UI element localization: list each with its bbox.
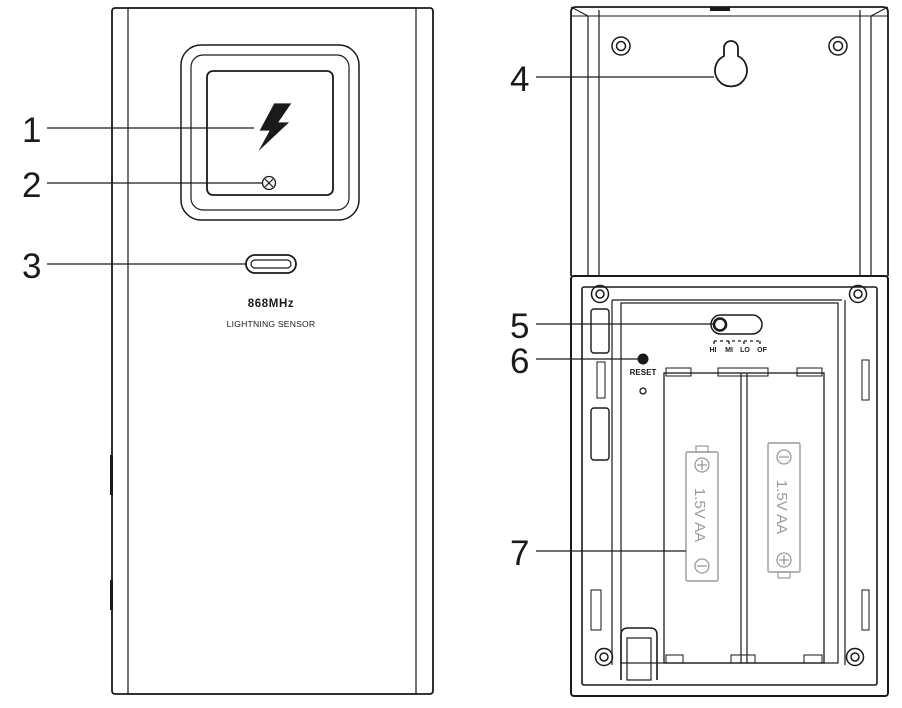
- contact-bottom-2: [730, 654, 756, 664]
- screw-bottom-right: [845, 647, 865, 667]
- screw-mid-left: [590, 284, 610, 304]
- bottom-latch-inner: [626, 637, 652, 681]
- switch-label-of: OF: [757, 347, 767, 354]
- back-housing-upper: [570, 6, 889, 276]
- back-top-bevel-right: [870, 6, 889, 17]
- contact-bottom-1: [665, 654, 684, 664]
- battery-cover-recess: [620, 302, 839, 664]
- battery-left-plus-icon: [694, 457, 710, 473]
- back-top-bevel-left: [570, 6, 589, 17]
- front-housing-inner: [127, 7, 417, 695]
- screw-top-left: [611, 36, 631, 56]
- callout-1-number: 1: [22, 111, 41, 150]
- screw-bottom-left: [594, 647, 614, 667]
- product-label: LIGHTNING SENSOR: [227, 319, 316, 329]
- front-side-notch: [110, 455, 113, 495]
- side-clip-right-2: [861, 589, 870, 631]
- wall-mount-hole: [714, 40, 748, 88]
- battery-left: [685, 445, 719, 582]
- screw-mid-right: [848, 284, 868, 304]
- callout-7-number: 7: [510, 534, 529, 573]
- callout-4-number: 4: [510, 60, 529, 99]
- switch-label-mi: MI: [725, 347, 733, 354]
- callout-3-number: 3: [22, 247, 41, 286]
- switch-knob: [712, 317, 728, 332]
- compartment-frame: [581, 286, 878, 686]
- slot-inner: [250, 259, 292, 269]
- side-clip-left-2: [590, 407, 610, 461]
- display-frame-outer: [180, 44, 360, 221]
- reset-button: [637, 353, 649, 365]
- callout-2-number: 2: [22, 166, 41, 205]
- side-clip-left-3: [596, 361, 606, 399]
- callout-6-number: 6: [510, 342, 529, 381]
- battery-right-minus-icon: [776, 449, 792, 465]
- indicator-led: [261, 175, 277, 191]
- front-view: 868MHz LIGHTNING SENSOR 1 2 3: [22, 7, 434, 695]
- battery-right: [767, 442, 801, 579]
- battery-right-label: 1.5V AA: [773, 480, 790, 534]
- reset-label: RESET: [630, 368, 657, 377]
- switch-label-lo: LO: [740, 347, 750, 354]
- screw-top-right: [828, 36, 848, 56]
- callout-5-number: 5: [510, 307, 529, 346]
- battery-left-minus-icon: [694, 558, 710, 574]
- back-top-tab: [710, 7, 730, 11]
- frequency-label: 868MHz: [248, 298, 294, 310]
- contact-bottom-3: [803, 654, 823, 664]
- back-view: 1.5V AA 1.5V AA HI MI LO OF RESET 4 5: [510, 6, 889, 697]
- side-clip-left-4: [590, 589, 602, 631]
- contact-top-3: [796, 367, 823, 377]
- back-housing-lower: [570, 275, 889, 697]
- contact-top-2: [717, 367, 769, 377]
- reset-hole: [639, 387, 647, 395]
- lightning-icon: [256, 102, 293, 154]
- display-window: [206, 70, 334, 196]
- contact-top-1: [665, 367, 692, 377]
- front-side-notch-2: [110, 580, 113, 610]
- display-frame-mid: [190, 54, 350, 211]
- switch-label-hi: HI: [710, 347, 717, 354]
- switch-tick-marks: [713, 340, 761, 346]
- slot-opening: [245, 254, 297, 274]
- bottom-latch: [620, 627, 658, 680]
- battery-left-label: 1.5V AA: [691, 488, 708, 542]
- battery-right-plus-icon: [776, 552, 792, 568]
- side-clip-left-1: [590, 308, 610, 354]
- side-clip-right-1: [861, 359, 870, 401]
